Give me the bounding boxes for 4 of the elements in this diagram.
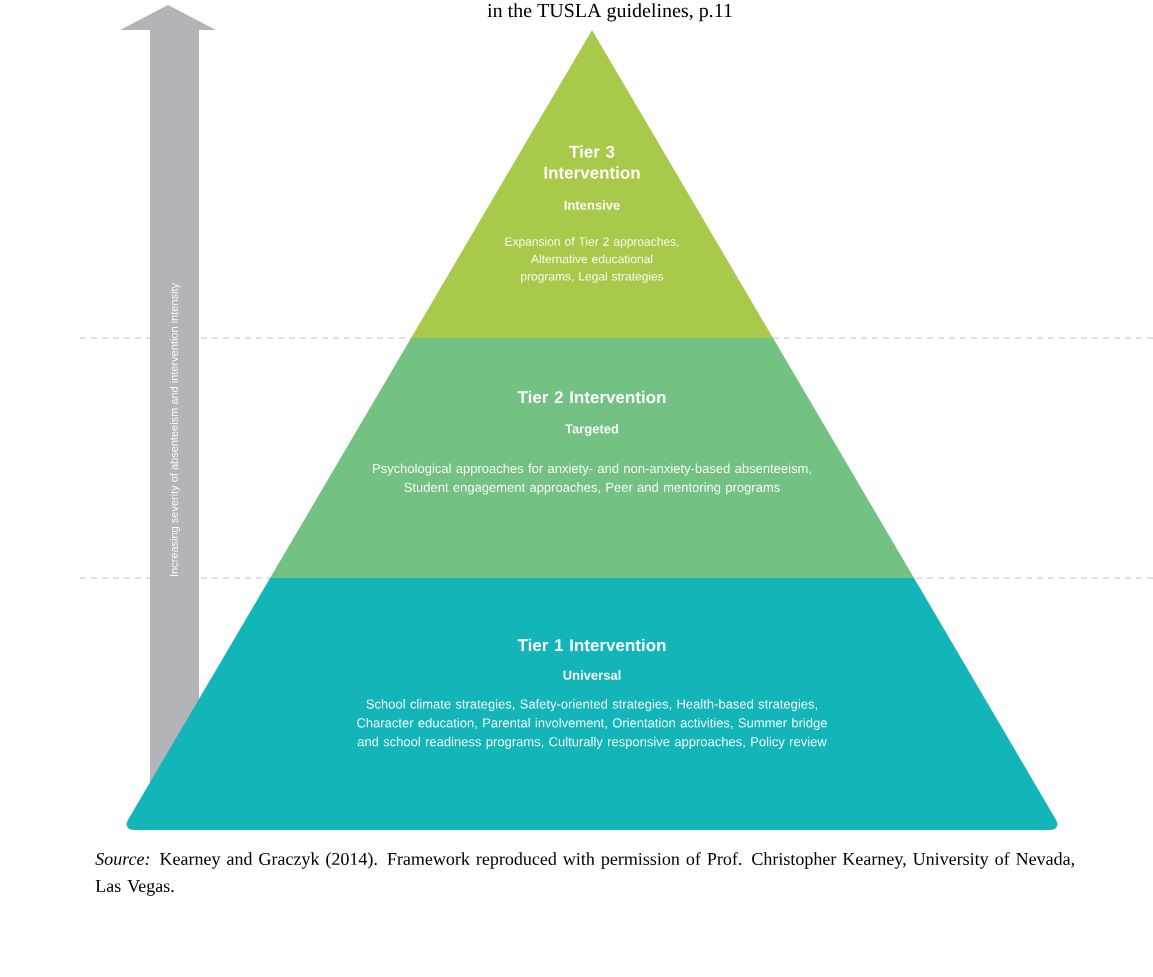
caption: Source: Kearney and Graczyk (2014). Framework reproduced with permission of Prof. Christopher Kearney, University of Nevada, Las Vegas. [95, 852, 1074, 896]
pyramid-tier: Tier 1 Intervention Universal School climate strategies, Safety-oriented strategies, Health-based strategies, Character education, Parental involvement, Orientation activities, Summer bridge and school readiness programs, Culturally responsive approaches, Policy review [126, 578, 1058, 830]
pyramid-tier: Tier 3 Intervention Intensive Expansion of Tier 2 approaches, Alternative educational programs, Legal strategies [411, 30, 773, 338]
pyramid-tier: Tier 2 Intervention Targeted Psychological approaches for anxiety- and non-anxiety-based absenteeism, Student engagement approaches, Peer and mentoring programs [270, 338, 914, 578]
